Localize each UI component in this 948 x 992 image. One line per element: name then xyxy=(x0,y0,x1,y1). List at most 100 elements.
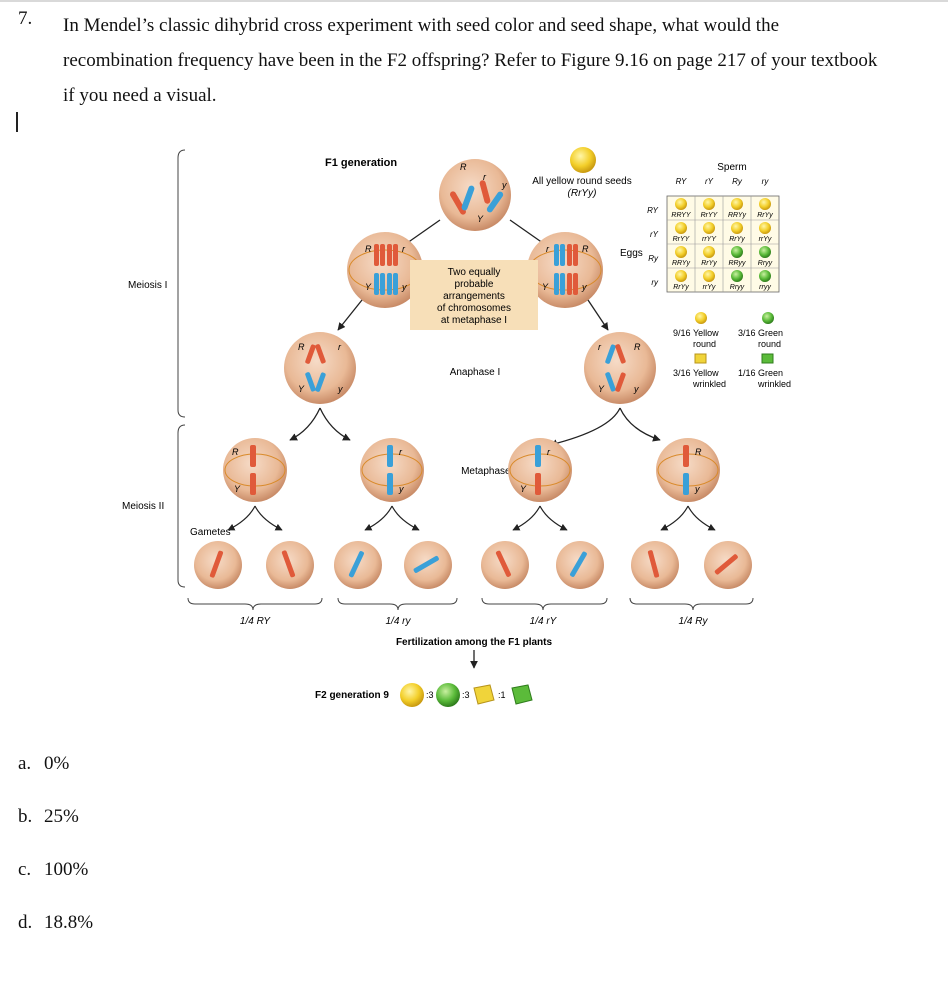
svg-text:arrangements: arrangements xyxy=(443,291,505,302)
svg-text:Y: Y xyxy=(234,484,241,494)
svg-text:Y: Y xyxy=(598,384,605,394)
gametes-label: Gametes xyxy=(190,527,231,538)
svg-text:r: r xyxy=(598,342,602,352)
svg-text:Y: Y xyxy=(365,282,372,292)
svg-text:r: r xyxy=(399,447,403,457)
option-a[interactable]: a.0% xyxy=(18,753,69,775)
f1-desc-line1: All yellow round seeds xyxy=(532,176,632,187)
svg-text:RrYY: RrYY xyxy=(673,236,691,243)
svg-text:rrYY: rrYY xyxy=(702,236,717,243)
svg-text:Y: Y xyxy=(298,384,305,394)
svg-text:wrinkled: wrinkled xyxy=(692,379,726,389)
gamete-cells xyxy=(194,541,752,589)
svg-text:r: r xyxy=(547,447,551,457)
svg-text:RrYy: RrYy xyxy=(757,212,773,219)
svg-text:r: r xyxy=(546,244,550,254)
metaphase2-cell-4 xyxy=(656,438,720,502)
svg-text:3/16: 3/16 xyxy=(738,328,756,338)
option-text: 18.8% xyxy=(44,912,94,933)
svg-text:RRYy: RRYy xyxy=(728,212,747,219)
svg-text:y: y xyxy=(581,282,587,292)
metaphase1-cell-right xyxy=(527,232,603,308)
metaphase2-cell-3 xyxy=(508,438,572,502)
svg-text:R: R xyxy=(298,342,305,352)
svg-text:y: y xyxy=(633,384,639,394)
svg-text:Y: Y xyxy=(542,282,549,292)
svg-text:ry: ry xyxy=(762,177,770,186)
svg-text:RY: RY xyxy=(647,206,658,215)
text-cursor xyxy=(16,112,18,132)
punnett-square: Sperm RY rY Ry ry Eggs RY rY Ry ry RRYY … xyxy=(620,162,780,293)
option-c[interactable]: c.100% xyxy=(18,859,88,881)
svg-text:RrYy: RrYy xyxy=(673,284,689,291)
svg-text:R: R xyxy=(634,342,641,352)
svg-text:y: y xyxy=(694,484,700,494)
svg-text:RrYy: RrYy xyxy=(701,260,717,267)
svg-text:Rryy: Rryy xyxy=(730,284,745,291)
fertilization-label: Fertilization among the F1 plants xyxy=(396,637,553,648)
f1-desc-line2: (RrYy) xyxy=(568,188,597,199)
svg-text:rrYy: rrYy xyxy=(703,284,716,291)
svg-text:rY: rY xyxy=(705,177,714,186)
f1-generation-label: F1 generation xyxy=(325,157,397,169)
svg-text:Two equally: Two equally xyxy=(448,267,501,278)
yellow-wrinkled-seed-icon xyxy=(473,684,495,705)
svg-text:R: R xyxy=(365,244,372,254)
option-b[interactable]: b. 25% xyxy=(18,806,79,828)
svg-text:Green: Green xyxy=(758,368,783,378)
svg-text:Y: Y xyxy=(520,484,527,494)
svg-text:3/16: 3/16 xyxy=(673,368,691,378)
gamete-label-rY: 1/4 rY xyxy=(530,616,558,627)
svg-text:Ry: Ry xyxy=(732,177,743,186)
svg-text:R: R xyxy=(582,244,589,254)
f2-generation-label: F2 generation 9 xyxy=(315,690,389,701)
svg-text:R: R xyxy=(232,447,239,457)
gamete-label-RY: 1/4 RY xyxy=(240,616,272,627)
option-letter: b. xyxy=(18,806,33,827)
svg-text:1/16: 1/16 xyxy=(738,368,756,378)
svg-text:rryy: rryy xyxy=(759,284,771,291)
svg-text:y: y xyxy=(398,484,404,494)
gamete-label-ry: 1/4 ry xyxy=(385,616,411,627)
meiosis2-label: Meiosis II xyxy=(122,501,164,512)
svg-text:9/16: 9/16 xyxy=(673,328,691,338)
svg-text:RrYy: RrYy xyxy=(729,236,745,243)
svg-text::3: :3 xyxy=(426,690,434,700)
svg-text:r: r xyxy=(338,342,342,352)
metaphase1-cell-left xyxy=(347,232,423,308)
metaphase2-cell-1 xyxy=(223,438,287,502)
phenotype-summary: 9/16 Yellow round 3/16 Green round 3/16 … xyxy=(673,312,791,389)
meiosis-figure: Meiosis I Meiosis II Gametes F1 generati… xyxy=(122,147,791,707)
gamete-label-Ry: 1/4 Ry xyxy=(679,616,709,627)
svg-text:RY: RY xyxy=(676,177,687,186)
svg-text:at metaphase I: at metaphase I xyxy=(441,315,507,326)
svg-text:RrYY: RrYY xyxy=(701,212,719,219)
svg-text:Green: Green xyxy=(758,328,783,338)
anaphase1-label: Anaphase I xyxy=(450,367,501,378)
metaphase2-cell-2 xyxy=(360,438,424,502)
svg-text:rY: rY xyxy=(650,230,659,239)
svg-text:rrYy: rrYy xyxy=(759,236,772,243)
svg-text::1: :1 xyxy=(498,690,506,700)
option-letter: a. xyxy=(18,753,32,774)
svg-text:round: round xyxy=(693,339,716,349)
metaphase2-label: Metaphase II xyxy=(461,466,519,477)
option-text: 25% xyxy=(44,806,79,827)
option-d[interactable]: d.18.8% xyxy=(18,912,93,934)
svg-text:y: y xyxy=(401,282,407,292)
yellow-round-seed-icon xyxy=(400,683,424,707)
two-arrangements-box xyxy=(410,260,538,330)
question-number: 7. xyxy=(18,8,33,29)
anaphase1-cell-left xyxy=(284,332,356,404)
svg-text:of chromosomes: of chromosomes xyxy=(437,303,511,314)
svg-text:R: R xyxy=(695,447,702,457)
green-wrinkled-seed-icon xyxy=(511,684,533,705)
svg-text:Rryy: Rryy xyxy=(758,260,773,267)
svg-text:RRYY: RRYY xyxy=(671,212,692,219)
option-letter: c. xyxy=(18,859,32,880)
svg-text:R: R xyxy=(460,162,467,172)
eggs-label: Eggs xyxy=(620,248,643,259)
yellow-seed-icon xyxy=(570,147,596,173)
meiosis1-label: Meiosis I xyxy=(128,280,167,291)
svg-text:RRyy: RRyy xyxy=(728,260,746,267)
